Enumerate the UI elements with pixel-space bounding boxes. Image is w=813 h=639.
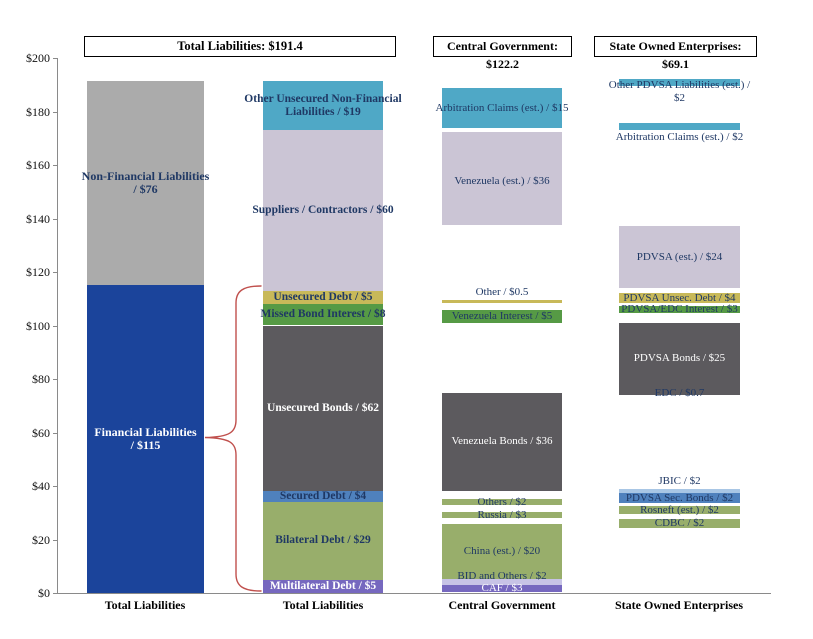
bar-segment — [263, 290, 383, 305]
x-axis-category-label: Total Liabilities — [282, 598, 364, 612]
bar-segment — [442, 579, 562, 585]
y-tick-label: $100 — [26, 318, 50, 333]
bar-segment — [263, 304, 383, 326]
bar-segment-label: JBIC / $2 — [658, 474, 701, 487]
y-tick-label: $140 — [26, 211, 50, 226]
bar-segment — [442, 392, 562, 492]
bar-segment — [263, 502, 383, 580]
y-tick-label: $200 — [26, 51, 50, 65]
y-tick-mark — [53, 432, 57, 434]
y-tick-label: $160 — [26, 158, 50, 172]
bar-segment — [619, 506, 740, 515]
y-tick-mark — [53, 325, 57, 327]
bar-segment — [442, 300, 562, 304]
bar-segment — [442, 499, 562, 505]
y-tick-mark — [53, 486, 57, 487]
bar-segment-label: Arbitration Claims (est.) / $2 — [615, 130, 744, 143]
bar-segment — [442, 132, 562, 225]
y-tick-mark — [53, 539, 57, 541]
y-tick-label: $120 — [26, 265, 50, 279]
bar-segment — [442, 511, 562, 519]
bar-segment — [442, 523, 562, 580]
bar-segment — [619, 293, 740, 304]
bar-segment — [619, 305, 740, 313]
state-owned-enterprises-header-box: State Owned Enterprises: $69.1 — [594, 36, 757, 71]
bar-segment — [619, 323, 740, 393]
central-government-header-box: Central Government: $122.2 — [433, 36, 572, 71]
bar-segment — [263, 130, 383, 291]
y-tick-label: $60 — [32, 425, 50, 440]
y-tick-label: $80 — [32, 372, 50, 386]
x-axis-category-label: Total Liabilities — [104, 598, 186, 612]
y-tick-mark — [53, 165, 57, 166]
bar-segment — [619, 518, 740, 528]
bar-segment — [619, 123, 740, 130]
bar-segment — [87, 81, 204, 286]
bar-segment — [263, 579, 383, 593]
x-axis-category-label: State Owned Enterprises — [615, 598, 743, 612]
x-axis-line — [57, 593, 771, 594]
y-tick-mark — [53, 593, 57, 594]
total-liabilities-header-box: Total Liabilities: $191.4 — [84, 36, 396, 57]
y-tick-label: $180 — [26, 104, 50, 119]
y-tick-mark — [53, 379, 57, 380]
bar-segment — [619, 492, 740, 504]
bar-segment — [442, 309, 562, 324]
y-tick-mark — [53, 58, 57, 59]
bar-segment — [442, 584, 562, 593]
bar-segment — [442, 87, 562, 129]
bar-segment-label: Other / $0.5 — [475, 286, 529, 299]
bar-segment — [619, 488, 740, 493]
y-tick-label: $40 — [32, 479, 50, 493]
y-tick-mark — [53, 111, 57, 113]
y-tick-label: $0 — [38, 586, 50, 600]
bar-segment — [263, 491, 383, 503]
bar-segment — [87, 285, 204, 593]
x-axis-category-label: Central Government — [448, 598, 556, 612]
y-axis-line — [57, 58, 58, 593]
y-tick-mark — [53, 218, 57, 220]
bar-segment — [263, 325, 383, 492]
y-tick-label: $20 — [32, 532, 50, 547]
bar-segment — [619, 225, 740, 289]
bar-segment — [263, 81, 383, 131]
y-tick-mark — [53, 272, 57, 273]
bar-segment — [619, 392, 740, 396]
bar-segment — [619, 79, 740, 87]
